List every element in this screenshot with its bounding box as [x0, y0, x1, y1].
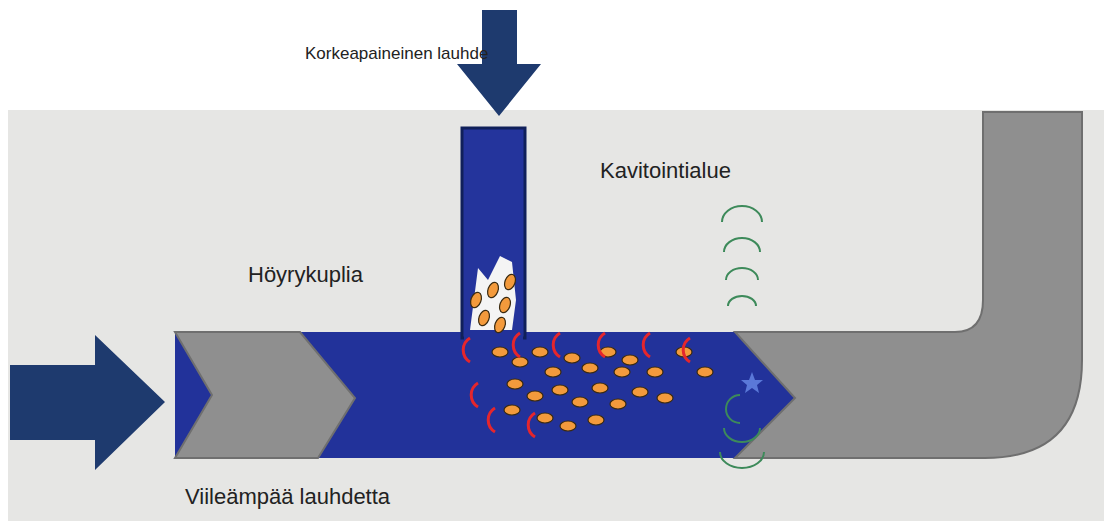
- label-text: Korkeapaineinen lauhde: [305, 44, 488, 64]
- vapour-bubble: [610, 399, 626, 409]
- vapour-bubble: [697, 367, 713, 377]
- pressure-wave: [463, 338, 470, 362]
- vapour-bubble: [657, 393, 673, 403]
- vapour-bubble: [477, 309, 492, 327]
- branch-pipe: [462, 128, 525, 338]
- vapour-bubble: [504, 405, 520, 415]
- vapour-bubble: [647, 367, 663, 377]
- pressure-wave: [553, 333, 560, 357]
- label-text: Kavitointialue: [600, 158, 731, 184]
- pipe-interior: [175, 332, 835, 458]
- pressure-wave: [513, 333, 520, 357]
- vapour-bubble: [614, 367, 630, 377]
- pressure-wave: [598, 333, 605, 357]
- pipe-wall: [735, 112, 1082, 458]
- vapour-bubble: [545, 367, 561, 377]
- pressure-wave: [643, 333, 650, 357]
- vapour-bubbles: [469, 273, 713, 431]
- vapour-bubble: [503, 273, 518, 291]
- vapour-bubble: [552, 385, 568, 395]
- pressure-wave: [683, 338, 690, 362]
- vapour-bubble: [469, 291, 484, 309]
- inflow-arrow: [10, 335, 165, 470]
- vapour-bubble: [564, 353, 580, 363]
- cavitation-waves: [720, 206, 764, 468]
- photo-ground: [8, 110, 1104, 521]
- vapour-bubble: [560, 421, 576, 431]
- vapour-bubble: [592, 383, 608, 393]
- vapour-bubble: [537, 413, 553, 423]
- vapour-bubble: [572, 397, 588, 407]
- pipe-wall: [175, 332, 355, 458]
- vapour-bubble: [507, 379, 523, 389]
- vapour-bubble: [622, 355, 638, 365]
- implosion-star: [741, 372, 763, 393]
- pressure-wave: [471, 383, 478, 407]
- vapour-bubble: [532, 347, 548, 357]
- vapour-bubble: [486, 281, 501, 299]
- vapour-bubble: [492, 347, 508, 357]
- vapour-bubble: [632, 387, 648, 397]
- vapour-bubble: [493, 316, 508, 334]
- label-text: Höyrykuplia: [248, 262, 363, 288]
- vapour-bubble: [582, 363, 598, 373]
- pressure-waves: [463, 333, 690, 437]
- vapour-bubble: [512, 357, 528, 367]
- pressure-wave: [488, 408, 495, 432]
- vapour-bubble: [498, 296, 513, 314]
- pressure-wave: [528, 413, 535, 437]
- label-text: Viileämpää lauhdetta: [185, 484, 390, 510]
- vapour-bubble: [588, 415, 604, 425]
- vapour-bubble: [527, 391, 543, 401]
